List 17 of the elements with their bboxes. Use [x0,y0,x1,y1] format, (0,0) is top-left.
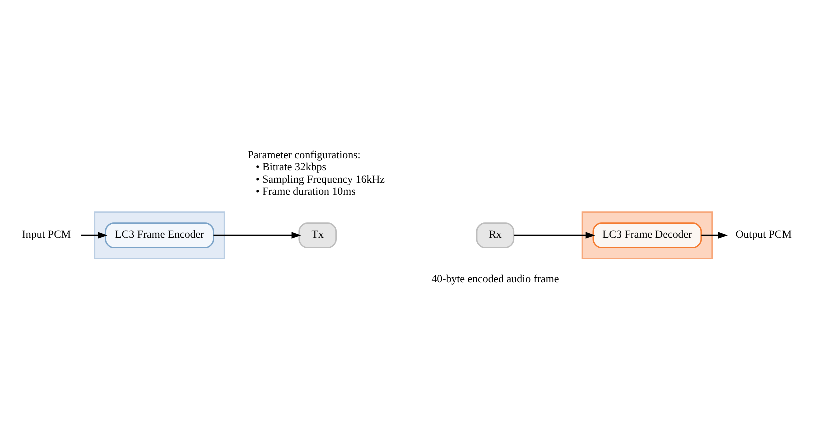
node-text: Input PCM [22,229,72,242]
node-box: Tx [298,222,337,249]
arrow [514,232,596,239]
cluster [582,212,713,260]
label: 40-byte encoded audio frame [432,274,560,286]
label: • Bitrate 32kbps [256,162,326,174]
node-box: LC3 Frame Encoder [105,222,214,249]
label: • Frame duration 10ms [256,186,356,198]
label: • Sampling Frequency 16kHz [256,174,385,186]
arrow [702,232,728,239]
cluster [94,212,226,260]
arrow [214,232,302,239]
label: Parameter configurations: [248,149,361,162]
node-text: Output PCM [736,229,792,242]
node-box: LC3 Frame Decoder [592,222,702,249]
node-box: Rx [476,222,515,249]
arrow [82,232,108,239]
